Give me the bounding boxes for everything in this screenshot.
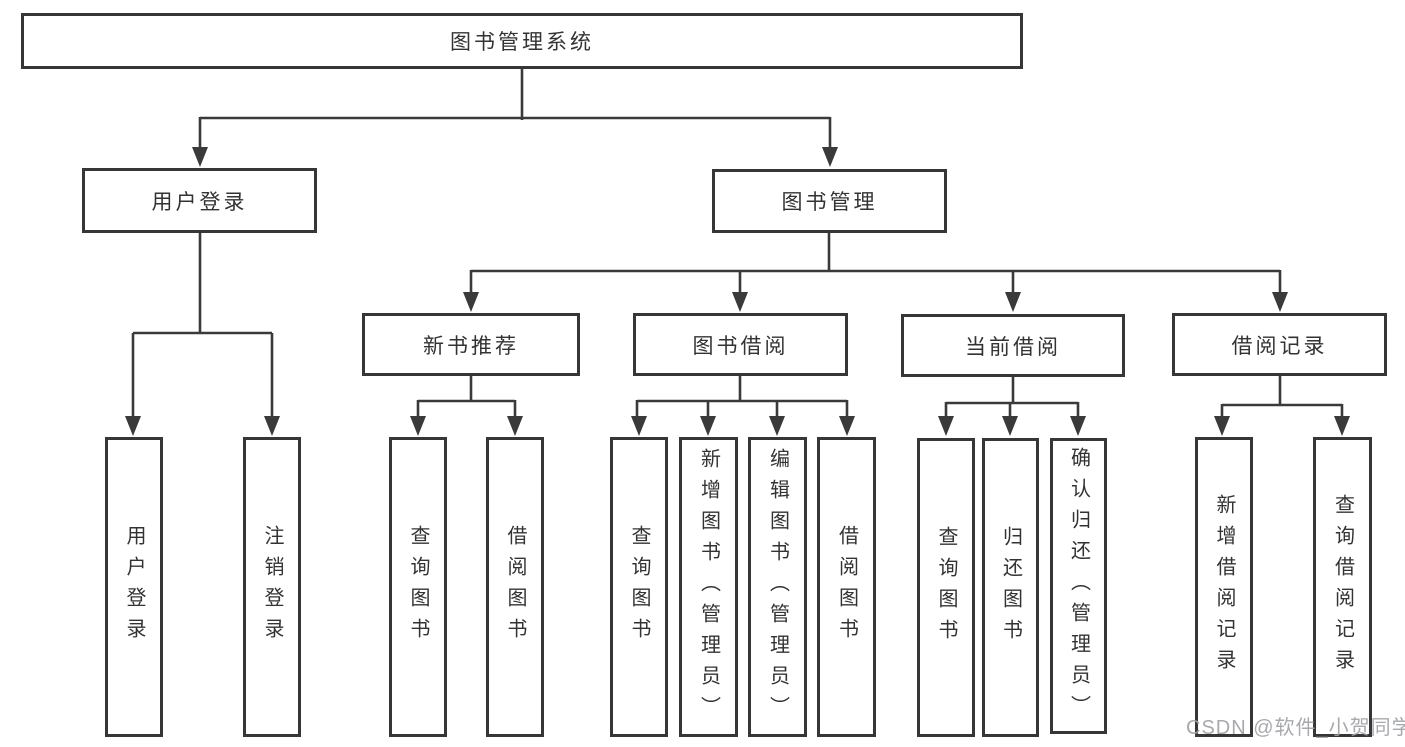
- node-leaf-recommend-query-books-label: 查询图书: [407, 525, 429, 649]
- node-leaf-return-books: 归还图书: [982, 438, 1039, 737]
- node-leaf-confirm-return-admin-label: 确认归还（管理员）: [1067, 446, 1090, 726]
- node-leaf-logout: 注销登录: [243, 437, 301, 737]
- node-leaf-confirm-return-admin: 确认归还（管理员）: [1050, 438, 1107, 734]
- node-leaf-borrow-books-label: 借阅图书: [835, 525, 858, 649]
- node-current-borrowing: 当前借阅: [901, 314, 1125, 377]
- node-borrowing-records: 借阅记录: [1172, 313, 1387, 376]
- node-leaf-add-books-admin-label: 新增图书（管理员）: [697, 447, 720, 727]
- node-leaf-user-login-label: 用户登录: [123, 525, 145, 649]
- node-leaf-query-borrow-record-label: 查询借阅记录: [1331, 494, 1354, 680]
- node-leaf-edit-books-admin-label: 编辑图书（管理员）: [766, 447, 789, 727]
- node-book-management-module-label: 图书管理: [781, 191, 878, 214]
- node-leaf-edit-books-admin: 编辑图书（管理员）: [748, 437, 807, 737]
- node-user-login-module: 用户登录: [82, 168, 317, 233]
- node-user-login-module-label: 用户登录: [151, 190, 248, 214]
- node-leaf-add-books-admin: 新增图书（管理员）: [679, 437, 738, 737]
- connector-lines: [131, 69, 1344, 418]
- csdn-watermark: CSDN @软件_小贺同学: [1186, 717, 1405, 739]
- node-leaf-logout-label: 注销登录: [261, 525, 283, 649]
- node-new-book-recommendation-label: 新书推荐: [423, 334, 519, 358]
- node-current-borrowing-label: 当前借阅: [965, 335, 1061, 359]
- node-leaf-current-query-books-label: 查询图书: [935, 525, 957, 650]
- node-leaf-user-login: 用户登录: [105, 437, 163, 737]
- node-leaf-borrow-query-books: 查询图书: [610, 437, 668, 737]
- node-new-book-recommendation: 新书推荐: [362, 313, 580, 376]
- node-leaf-recommend-borrow-books: 借阅图书: [486, 437, 544, 737]
- node-leaf-borrow-books: 借阅图书: [817, 437, 876, 737]
- node-leaf-query-borrow-record: 查询借阅记录: [1313, 437, 1372, 737]
- node-root-system: 图书管理系统: [21, 13, 1023, 69]
- node-book-management-module: 图书管理: [712, 169, 947, 233]
- node-root-system-label: 图书管理系统: [450, 31, 594, 54]
- node-leaf-borrow-query-books-label: 查询图书: [628, 525, 650, 649]
- node-leaf-add-borrow-record: 新增借阅记录: [1195, 437, 1253, 737]
- node-borrowing-records-label: 借阅记录: [1231, 334, 1328, 358]
- node-leaf-recommend-borrow-books-label: 借阅图书: [504, 525, 526, 649]
- node-leaf-add-borrow-record-label: 新增借阅记录: [1213, 494, 1235, 680]
- node-book-borrowing-label: 图书借阅: [692, 334, 789, 358]
- connector-arrowheads: [125, 147, 1350, 436]
- node-leaf-return-books-label: 归还图书: [999, 525, 1022, 650]
- node-leaf-current-query-books: 查询图书: [917, 438, 975, 737]
- node-book-borrowing: 图书借阅: [633, 313, 848, 376]
- node-leaf-recommend-query-books: 查询图书: [389, 437, 447, 737]
